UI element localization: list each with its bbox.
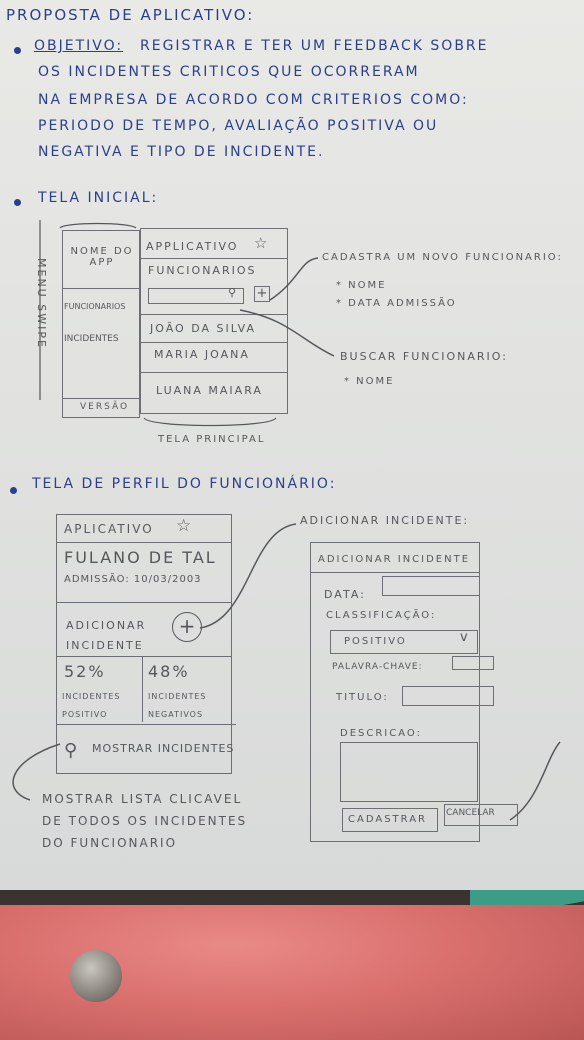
employee-row-1[interactable]: JOÃO DA SILVA [150, 322, 256, 335]
add-incident-label: ADICIONAR INCIDENTE [66, 619, 147, 652]
divider [310, 572, 480, 573]
descricao-textarea[interactable] [340, 742, 478, 802]
arrow-cadastra [269, 257, 319, 301]
divider [56, 656, 232, 657]
star-icon[interactable]: ☆ [176, 516, 194, 536]
classificacao-value: POSITIVO [344, 636, 407, 647]
employee-row-3[interactable]: LUANA MAIARA [156, 384, 263, 397]
search-input[interactable] [148, 288, 244, 304]
classificacao-label: CLASSIFICAÇÃO: [326, 610, 437, 621]
positive-label: INCIDENTES POSITIVO [62, 692, 121, 719]
brace-main [143, 417, 277, 427]
form-screen [310, 542, 480, 842]
arrow-right [509, 741, 561, 821]
titulo-label: TITULO: [336, 692, 389, 703]
main-section-title: FUNCIONARIOS [148, 264, 257, 277]
employee-name: FULANO DE TAL [64, 548, 217, 567]
classificacao-select[interactable] [330, 630, 478, 654]
divider [140, 314, 288, 315]
bullet [14, 199, 21, 206]
menu-app-name: NOME DO APP [70, 246, 134, 268]
metal-button [70, 950, 122, 1002]
objetivo-label: OBJETIVO: [34, 38, 124, 54]
divider [56, 542, 232, 543]
menu-item-funcionarios[interactable]: FUNCIONARIOS [64, 302, 126, 311]
divider [140, 372, 288, 373]
objetivo-line-5: NEGATIVA E TIPO DE INCIDENTE. [38, 144, 325, 160]
objetivo-line-4: PERIODO DE TEMPO, AVALIAÇÃO POSITIVA OU [38, 118, 439, 134]
note-buscar-title: BUSCAR FUNCIONARIO: [340, 350, 508, 363]
brace-menu [59, 222, 137, 229]
divider [62, 288, 140, 289]
divider [56, 602, 232, 603]
negative-label: INCIDENTES NEGATIVOS [148, 692, 207, 719]
tela-perfil-heading: TELA DE PERFIL DO FUNCIONÁRIO: [32, 476, 337, 492]
search-icon[interactable]: ⚲ [228, 286, 239, 299]
objetivo-line-2: OS INCIDENTES CRITICOS QUE OCORRERAM [38, 64, 420, 80]
note-mostrar: MOSTRAR LISTA CLICAVEL DE TODOS OS INCID… [42, 792, 248, 850]
add-employee-icon[interactable]: + [254, 286, 270, 302]
notebook-page [0, 0, 584, 890]
palavra-input[interactable] [452, 656, 494, 670]
divider [62, 398, 140, 399]
negative-percent: 48% [148, 662, 190, 681]
chevron-down-icon[interactable]: v [460, 630, 470, 645]
note-buscar-item-1: * NOME [344, 376, 395, 387]
tela-inicial-heading: TELA INICIAL: [38, 190, 159, 206]
arrow-mostrar [12, 743, 61, 801]
main-caption: TELA PRINCIPAL [158, 434, 266, 445]
employee-admissao: ADMISSÃO: 10/03/2003 [64, 574, 202, 585]
form-header: ADICIONAR INCIDENTE [318, 554, 471, 565]
divider [140, 258, 288, 259]
employee-row-2[interactable]: MARIA JOANA [154, 348, 250, 361]
positive-percent: 52% [64, 662, 106, 681]
bullet [14, 47, 21, 54]
note-cadastra-item-2: * DATA ADMISSÃO [336, 298, 457, 309]
data-label: DATA: [324, 588, 366, 601]
bullet [10, 487, 17, 494]
descricao-label: DESCRICAO: [340, 728, 422, 739]
divider [56, 724, 236, 725]
show-incidents-button[interactable]: MOSTRAR INCIDENTES [92, 742, 235, 755]
palavra-label: PALAVRA-CHAVE: [332, 662, 423, 672]
menu-item-incidentes[interactable]: INCIDENTES [64, 334, 119, 344]
arrow-buscar [239, 309, 335, 357]
divider [142, 656, 143, 722]
cadastrar-label: CADASTRAR [348, 814, 427, 825]
profile-app-title: APLICATIVO [64, 522, 154, 536]
note-cadastra-title: CADASTRA UM NOVO FUNCIONARIO: [322, 252, 563, 263]
form-caption: ADICIONAR INCIDENTE: [300, 514, 470, 527]
cadastrar-button[interactable] [342, 808, 438, 832]
date-input[interactable] [382, 576, 480, 596]
profile-screen [56, 514, 232, 774]
search-icon: ⚲ [64, 740, 80, 761]
divider [140, 342, 288, 343]
arrow-adicionar [199, 523, 297, 629]
cancelar-label: CANCELAR [446, 808, 495, 818]
titulo-input[interactable] [402, 686, 494, 706]
menu-version: VERSÃO [80, 402, 130, 412]
note-cadastra-item-1: * NOME [336, 280, 387, 291]
star-icon[interactable]: ☆ [254, 234, 270, 252]
page-title: PROPOSTA DE APLICATIVO: [6, 6, 255, 24]
objetivo-line-3: NA EMPRESA DE ACORDO COM CRITERIOS COMO: [38, 92, 469, 108]
main-screen [140, 228, 288, 414]
main-app-title: APPLICATIVO [146, 240, 239, 253]
menu-panel [62, 230, 140, 418]
objetivo-line-1: REGISTRAR E TER UM FEEDBACK SOBRE [140, 38, 489, 54]
